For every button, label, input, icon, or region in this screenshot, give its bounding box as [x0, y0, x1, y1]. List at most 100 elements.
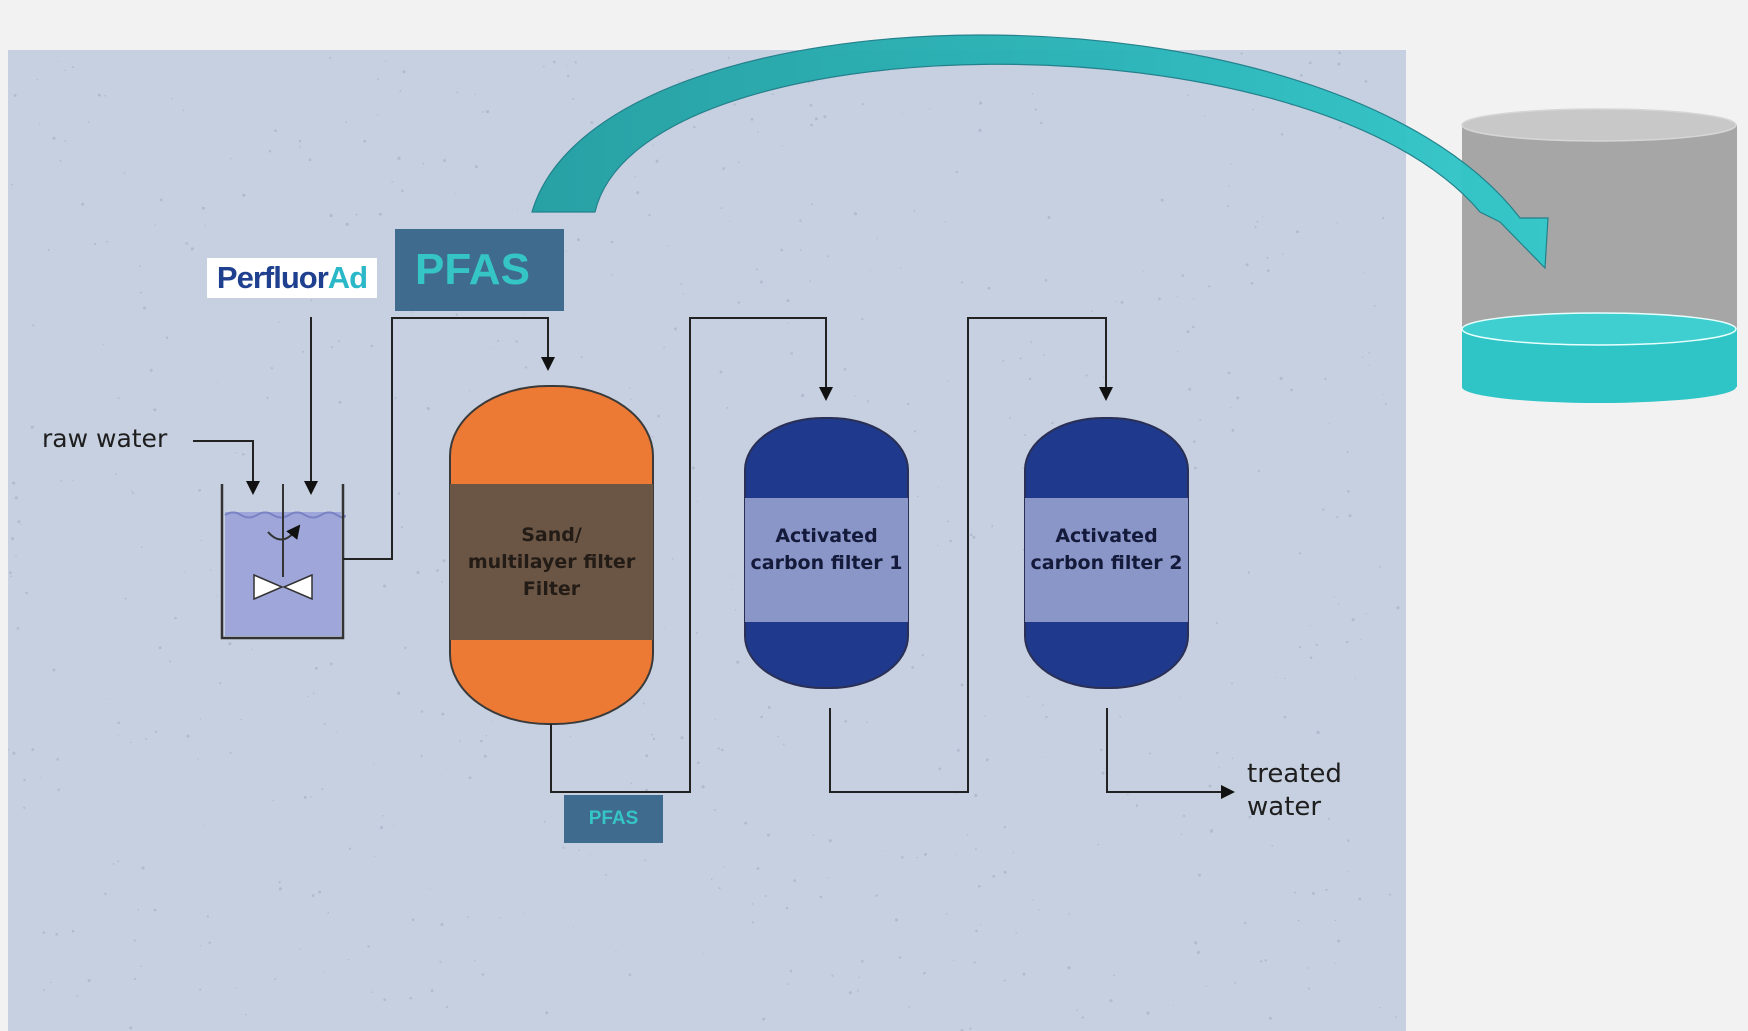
texture-speck: [1022, 467, 1024, 469]
texture-speck: [1085, 374, 1088, 377]
texture-speck: [153, 908, 157, 912]
texture-speck: [391, 181, 393, 183]
texture-speck: [902, 112, 904, 114]
texture-speck: [680, 736, 684, 740]
texture-speck: [1009, 417, 1011, 419]
texture-speck: [1325, 888, 1328, 892]
texture-speck: [987, 286, 991, 290]
texture-speck: [570, 735, 572, 738]
texture-speck: [1316, 730, 1320, 735]
texture-speck: [1365, 612, 1367, 615]
texture-speck: [1119, 715, 1122, 718]
texture-speck: [382, 815, 384, 817]
texture-speck: [787, 983, 790, 985]
texture-speck: [727, 56, 730, 59]
texture-speck: [957, 749, 960, 752]
texture-speck: [1028, 377, 1032, 381]
texture-speck: [240, 718, 242, 721]
texture-speck: [208, 941, 211, 945]
texture-speck: [730, 588, 733, 590]
texture-speck: [39, 123, 41, 126]
texture-speck: [1328, 423, 1330, 425]
pipe-treated-outlet: [1106, 708, 1235, 799]
texture-speck: [790, 352, 793, 355]
texture-speck: [732, 575, 734, 577]
texture-speck: [458, 740, 461, 742]
texture-speck: [16, 627, 20, 630]
texture-speck: [363, 139, 367, 143]
texture-speck: [404, 646, 407, 650]
texture-speck: [1024, 434, 1027, 437]
texture-speck: [1271, 844, 1274, 847]
treated-water-label: treated water: [1247, 758, 1342, 824]
texture-speck: [1186, 94, 1189, 96]
texture-speck: [907, 402, 910, 406]
texture-speck: [750, 117, 754, 121]
texture-speck: [1346, 871, 1348, 873]
texture-speck: [809, 103, 813, 107]
texture-speck: [1280, 133, 1284, 136]
texture-speck: [767, 706, 771, 709]
texture-speck: [230, 157, 232, 160]
texture-speck: [1022, 972, 1026, 976]
texture-speck: [117, 397, 120, 400]
texture-speck: [771, 93, 774, 96]
texture-speck: [1384, 403, 1387, 405]
texture-speck: [17, 520, 21, 524]
texture-speck: [1395, 1016, 1397, 1018]
texture-speck: [1264, 959, 1267, 962]
texture-speck: [960, 683, 964, 687]
texture-speck: [104, 94, 107, 97]
texture-speck: [133, 939, 136, 942]
texture-speck: [691, 466, 695, 470]
texture-speck: [1297, 919, 1300, 922]
texture-speck: [545, 1011, 549, 1015]
texture-speck: [378, 212, 382, 216]
texture-speck: [385, 60, 387, 62]
texture-speck: [109, 698, 111, 700]
texture-speck: [13, 93, 17, 97]
texture-speck: [814, 117, 818, 121]
raw-water-line: [193, 440, 260, 495]
texture-speck: [124, 597, 127, 600]
texture-speck: [1336, 516, 1339, 519]
texture-speck: [936, 544, 939, 547]
texture-speck: [1231, 428, 1235, 432]
texture-speck: [801, 393, 805, 398]
texture-speck: [611, 273, 614, 276]
texture-speck: [1334, 919, 1337, 922]
texture-speck: [1363, 272, 1365, 274]
sand-filter-label: Sand/ multilayer filter Filter: [450, 522, 653, 603]
texture-speck: [908, 1005, 911, 1008]
texture-speck: [714, 718, 717, 721]
texture-speck: [376, 114, 379, 116]
texture-speck: [55, 932, 59, 936]
texture-speck: [651, 435, 654, 438]
texture-speck: [1338, 51, 1342, 55]
texture-speck: [969, 1027, 972, 1030]
texture-speck: [1012, 852, 1015, 854]
texture-speck: [720, 748, 724, 752]
texture-speck: [972, 535, 976, 539]
texture-speck: [392, 825, 394, 827]
texture-speck: [329, 56, 332, 59]
texture-speck: [321, 788, 324, 791]
texture-speck: [717, 747, 720, 750]
texture-speck: [1019, 357, 1022, 360]
texture-speck: [1215, 621, 1218, 624]
texture-speck: [734, 608, 737, 611]
texture-speck: [199, 988, 202, 991]
texture-speck: [590, 121, 594, 124]
texture-speck: [114, 473, 117, 476]
texture-speck: [59, 159, 62, 162]
texture-speck: [1081, 1016, 1085, 1019]
texture-speck: [542, 65, 545, 68]
texture-speck: [15, 554, 17, 557]
texture-speck: [960, 1028, 964, 1031]
texture-speck: [106, 240, 109, 243]
texture-speck: [1298, 552, 1302, 555]
texture-speck: [737, 301, 741, 304]
texture-speck: [1256, 220, 1259, 223]
texture-speck: [1230, 163, 1232, 165]
texture-speck: [474, 93, 476, 96]
